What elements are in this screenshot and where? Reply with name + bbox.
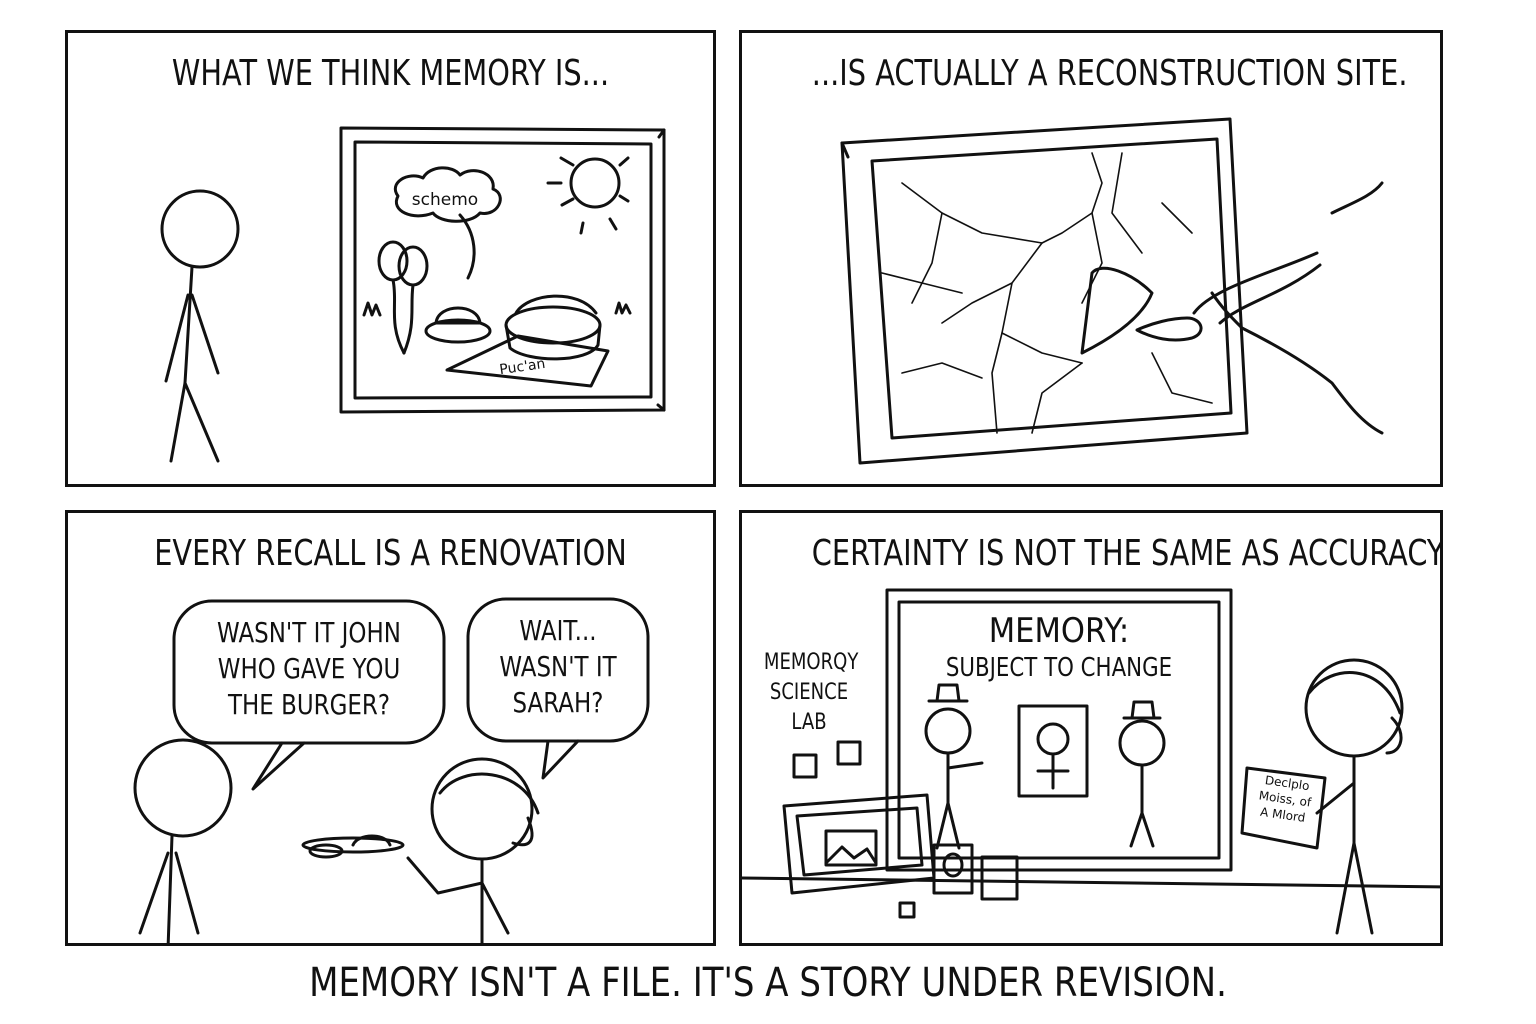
lab-sign-line: MEMORQY xyxy=(763,650,859,675)
lab-scene-illustration xyxy=(742,588,1440,935)
picture-frame-illustration: schemo Puc'an xyxy=(160,126,666,463)
bubble-line: SARAH? xyxy=(512,686,604,719)
board-subheading: SUBJECT TO CHANGE xyxy=(945,653,1173,683)
panel-title: WHAT WE THINK MEMORY IS... xyxy=(171,53,610,94)
lab-sign: MEMORQY SCIENCE LAB xyxy=(763,648,859,738)
speech-bubble-john: WASN'T IT JOHN WHO GAVE YOU THE BURGER? xyxy=(198,615,419,723)
speech-bubble-sarah: WAIT... WASN'T IT SARAH? xyxy=(484,613,632,721)
panel-what-we-think: WHAT WE THINK MEMORY IS... xyxy=(65,30,716,487)
cracked-picture-illustration xyxy=(840,117,1384,465)
panel-title: EVERY RECALL IS A RENOVATION xyxy=(154,533,627,574)
panel-reconstruction-site: ...IS ACTUALLY A RECONSTRUCTION SITE. xyxy=(739,30,1443,487)
panel-every-recall: EVERY RECALL IS A RENOVATION xyxy=(65,510,716,946)
blanket-text: Puc'an xyxy=(499,356,547,378)
board-heading: MEMORY: xyxy=(988,611,1130,651)
stick-figure-head xyxy=(160,189,240,269)
bubble-line: WASN'T IT JOHN xyxy=(217,616,401,649)
conversation-illustration xyxy=(133,597,650,943)
bubble-line: WASN'T IT xyxy=(499,650,617,683)
panel-title: ...IS ACTUALLY A RECONSTRUCTION SITE. xyxy=(811,53,1408,94)
cloud-text: schemo xyxy=(412,190,478,210)
panel-certainty-vs-accuracy: CERTAINTY IS NOT THE SAME AS ACCURACY xyxy=(739,510,1443,946)
lab-sign-line: LAB xyxy=(791,710,827,735)
bubble-line: WAIT... xyxy=(519,614,597,647)
lab-sign-line: SCIENCE xyxy=(769,680,849,705)
comic-caption: MEMORY ISN'T A FILE. IT'S A STORY UNDER … xyxy=(309,960,1227,1006)
bubble-line: THE BURGER? xyxy=(227,688,391,721)
bubble-line: WHO GAVE YOU xyxy=(217,652,401,685)
panel-title: CERTAINTY IS NOT THE SAME AS ACCURACY xyxy=(811,533,1443,574)
